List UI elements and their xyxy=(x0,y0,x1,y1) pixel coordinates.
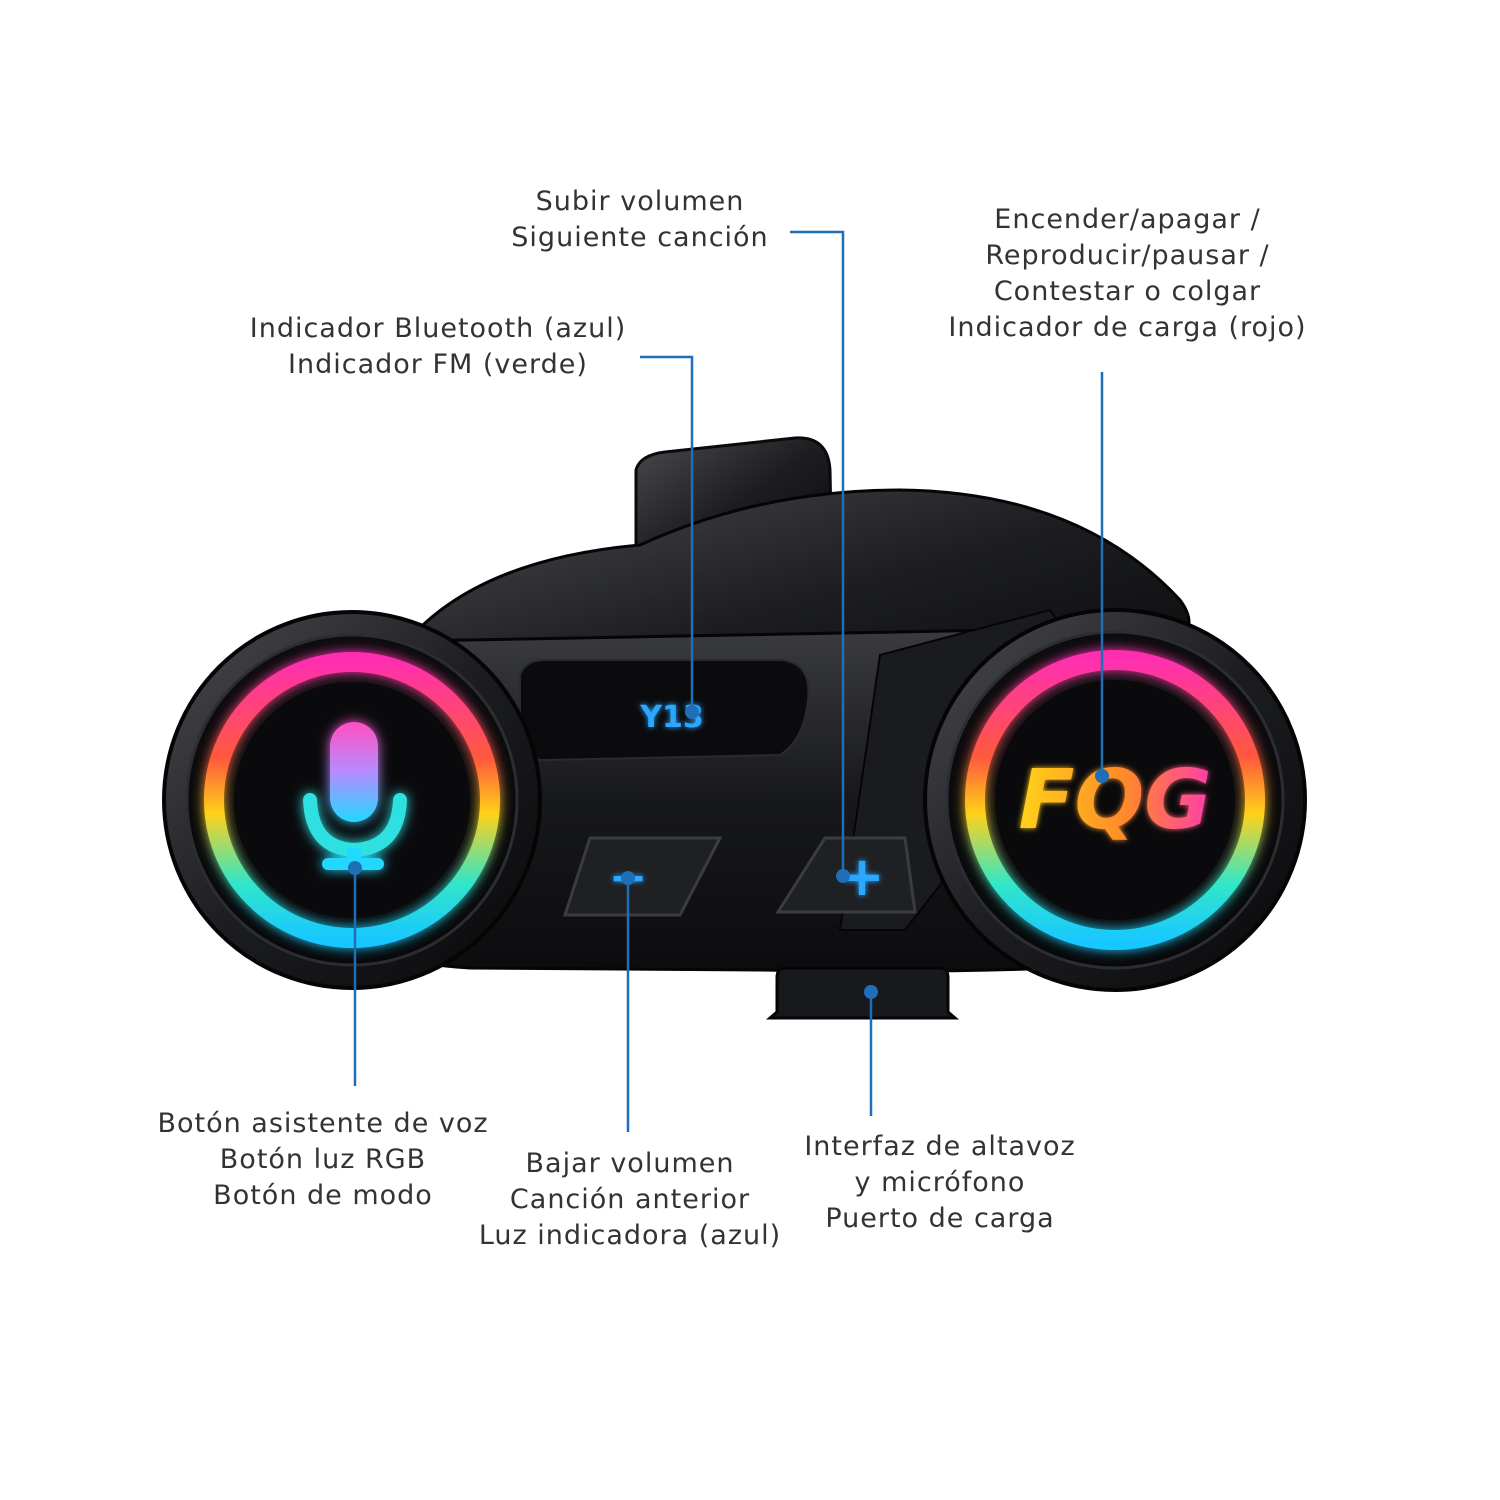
dot-power xyxy=(1095,769,1109,783)
callout-volume-down: Bajar volumen Canción anterior Luz indic… xyxy=(470,1146,790,1254)
callout-power-line-1: Encender/apagar / xyxy=(994,204,1261,235)
callout-power-line-3: Contestar o colgar xyxy=(993,276,1262,307)
dot-port xyxy=(864,985,878,999)
callout-voice-line-3: Botón de modo xyxy=(213,1180,433,1211)
callout-port-line-2: y micrófono xyxy=(854,1167,1026,1198)
callout-voice: Botón asistente de voz Botón luz RGB Bot… xyxy=(148,1106,498,1214)
callout-volume-up-line-1: Subir volumen xyxy=(535,186,745,217)
callout-volume-down-line-1: Bajar volumen xyxy=(525,1148,735,1179)
callout-voice-line-1: Botón asistente de voz xyxy=(157,1108,489,1139)
callout-port: Interfaz de altavoz y micrófono Puerto d… xyxy=(790,1129,1090,1237)
callout-power-line-2: Reproducir/pausar / xyxy=(985,240,1270,271)
volume-down-button[interactable] xyxy=(562,836,723,917)
callout-power: Encender/apagar / Reproducir/pausar / Co… xyxy=(935,202,1320,346)
leader-dots xyxy=(348,705,1109,999)
callout-volume-down-line-2: Canción anterior xyxy=(509,1184,751,1215)
rgb-ring-light-left xyxy=(204,652,500,948)
callout-indicator-line-2: Indicador FM (verde) xyxy=(288,349,588,380)
callout-volume-up-line-2: Siguiente canción xyxy=(511,222,769,253)
charging-port[interactable] xyxy=(765,966,960,1020)
callout-port-line-1: Interfaz de altavoz xyxy=(804,1131,1076,1162)
callout-voice-line-2: Botón luz RGB xyxy=(219,1144,427,1175)
dot-voice xyxy=(348,861,362,875)
rgb-ring-light-right xyxy=(965,650,1265,950)
callout-volume-down-line-3: Luz indicadora (azul) xyxy=(478,1220,782,1251)
callout-indicator: Indicador Bluetooth (azul) Indicador FM … xyxy=(238,311,638,383)
dot-indicator xyxy=(685,705,699,719)
leader-lines xyxy=(353,230,1104,1132)
leader-volume-up xyxy=(790,230,845,876)
dot-volume-down xyxy=(621,871,635,885)
dot-volume-up xyxy=(836,869,850,883)
brand-logo-text: FQG xyxy=(1018,753,1211,848)
callout-volume-up: Subir volumen Siguiente canción xyxy=(500,184,780,256)
callout-indicator-line-1: Indicador Bluetooth (azul) xyxy=(249,313,627,344)
callout-power-line-4: Indicador de carga (rojo) xyxy=(948,312,1307,343)
leader-indicator xyxy=(640,355,694,712)
callout-port-line-3: Puerto de carga xyxy=(825,1203,1055,1234)
power-button-disc[interactable] xyxy=(923,608,1307,992)
